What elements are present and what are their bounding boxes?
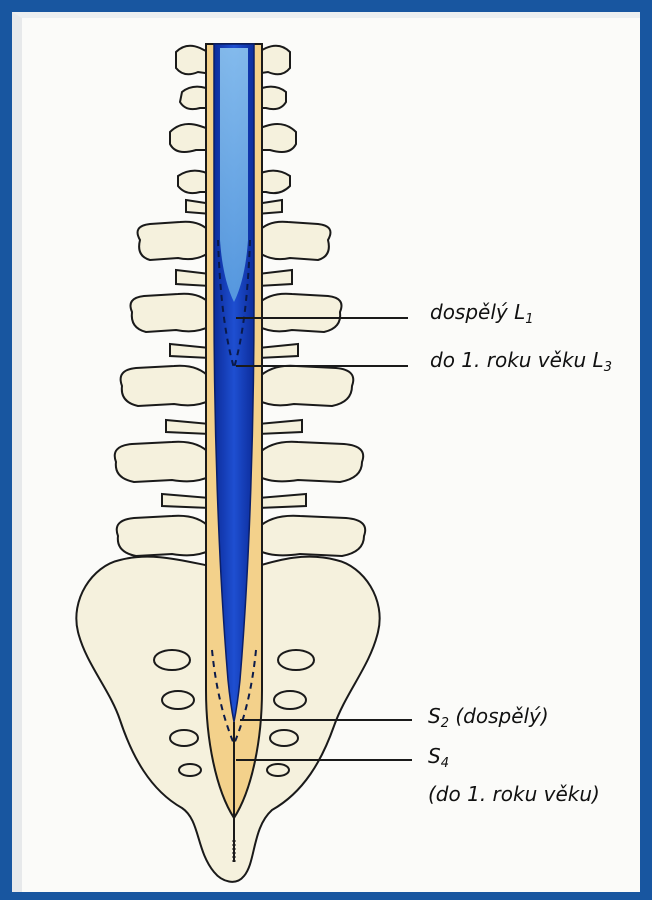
label-infant-s4: S4 xyxy=(428,746,449,770)
label-infant-l3: do 1. roku věku L3 xyxy=(430,350,612,374)
cord-upper-light xyxy=(220,48,248,302)
label-adult-s2-sub: 2 xyxy=(441,716,449,731)
label-adult-s2: S2 (dospělý) xyxy=(428,706,549,730)
label-adult-s2-prefix: S xyxy=(428,704,441,728)
label-adult-l1-sub: 1 xyxy=(525,312,533,327)
label-infant-l3-text: do 1. roku věku L xyxy=(430,348,604,372)
label-infant-s4-prefix: S xyxy=(428,744,441,768)
label-infant-s4-line2: (do 1. roku věku) xyxy=(428,784,600,804)
label-adult-s2-text: (dospělý) xyxy=(449,704,549,728)
label-infant-s4-line2-text: (do 1. roku věku) xyxy=(428,782,600,806)
label-infant-l3-sub: 3 xyxy=(604,360,612,375)
label-infant-s4-sub: 4 xyxy=(441,756,449,771)
label-adult-l1: dospělý L1 xyxy=(430,302,534,326)
label-adult-l1-text: dospělý L xyxy=(430,300,525,324)
